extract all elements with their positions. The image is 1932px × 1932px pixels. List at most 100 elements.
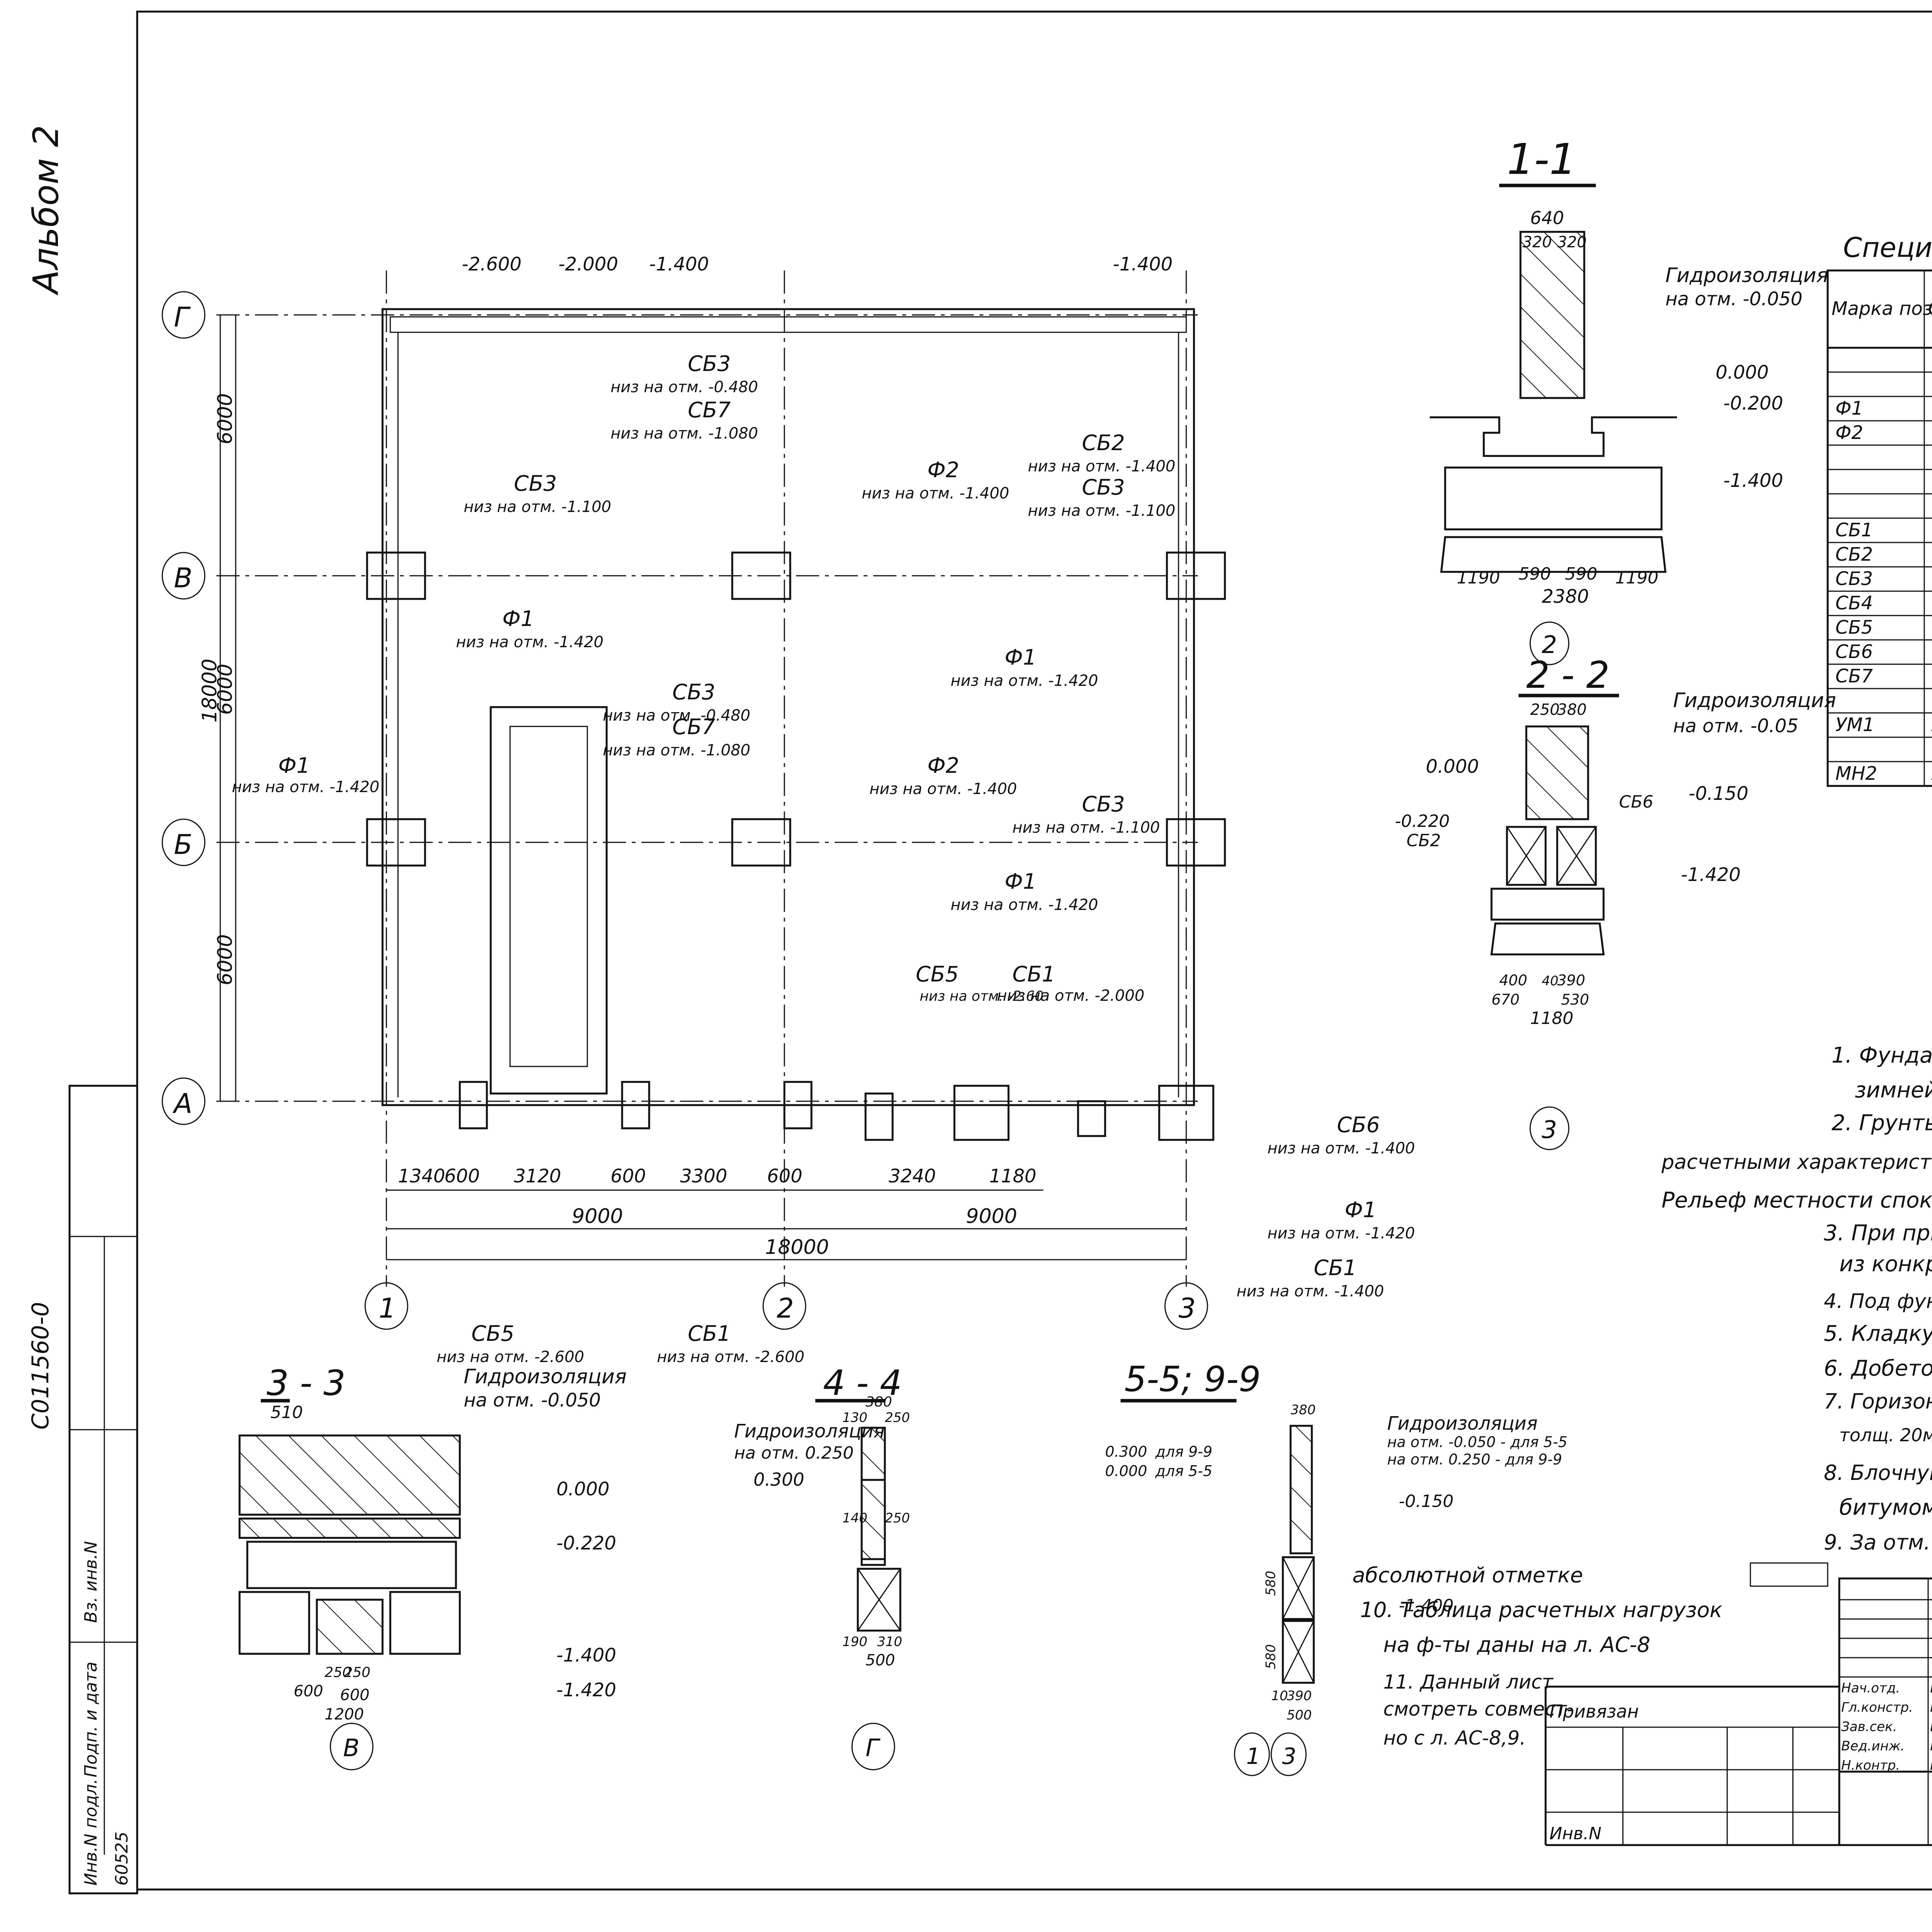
svg-text:для 5-5: для 5-5 [1155, 1463, 1213, 1480]
svg-text:500: 500 [1287, 1708, 1312, 1723]
bound-label: Привязан [1549, 1701, 1639, 1722]
svg-text:Рельеф местности спокойный, гр: Рельеф местности спокойный, грунтовые во… [1662, 1188, 1932, 1213]
svg-text:2: 2 [777, 1293, 794, 1324]
callouts: СБ3 низ на отм. -0.480 СБ7 низ на отм. -… [232, 351, 1415, 1366]
svg-text:Вед.инж.: Вед.инж. [1841, 1738, 1905, 1754]
spec-cell-mark: МН2 [1835, 763, 1877, 784]
svg-text:8. Блочную и кирпичную кладку,: 8. Блочную и кирпичную кладку, соприкаса… [1824, 1461, 1932, 1485]
spec-cell-mark: СБ2 [1835, 544, 1873, 565]
pad-f2 [731, 551, 791, 600]
spec-cell-mark: СБ3 [1835, 568, 1873, 590]
svg-text:1180: 1180 [989, 1165, 1036, 1187]
album-label: Альбом 2 [26, 125, 66, 296]
spec-cell-mark: Ф2 [1835, 422, 1863, 444]
svg-text:Евграфов: Евграфов [1930, 1680, 1932, 1696]
svg-text:низ на отм. -1.400: низ на отм. -1.400 [862, 485, 1009, 502]
svg-text:-0.220: -0.220 [556, 1532, 616, 1554]
spec-header-cell: Марка поз. [1832, 298, 1932, 320]
title-block: 503-2-47.92. АС Гараж на 5 автомашин Схе… [1544, 1577, 1932, 1846]
svg-text:на отм. -0.050: на отм. -0.050 [464, 1389, 601, 1411]
section-title: 3 - 3 [267, 1363, 345, 1403]
svg-text:500: 500 [866, 1651, 895, 1669]
axis-bubble-G: Г [162, 291, 206, 339]
svg-text:250: 250 [885, 1510, 910, 1526]
svg-text:низ на отм. -2.000: низ на отм. -2.000 [997, 987, 1145, 1005]
axis-bubble-3: 3 [1164, 1282, 1208, 1330]
svg-text:1190: 1190 [1457, 568, 1500, 588]
svg-text:250: 250 [885, 1410, 910, 1425]
svg-text:низ на отм. -1.400: низ на отм. -1.400 [1028, 457, 1175, 475]
svg-text:600: 600 [444, 1165, 480, 1187]
svg-text:Ф1: Ф1 [1005, 645, 1036, 670]
svg-text:670: 670 [1492, 991, 1520, 1008]
specification-table: Спецификация к схеме расположения элемен… [1827, 232, 1932, 787]
section-2-2: 2 - 2 250 380 Гидроизоляция на отм. -0.0… [1395, 654, 1836, 1150]
svg-text:из конкретных грунтовых услови: из конкретных грунтовых условий и расчет… [1839, 1252, 1932, 1277]
svg-text:Шолохман: Шолохман [1930, 1719, 1932, 1735]
svg-text:СБ5: СБ5 [471, 1321, 514, 1346]
pad-f2-B [731, 818, 791, 867]
svg-text:-1.400: -1.400 [1399, 1596, 1454, 1616]
pad-f1-1V [366, 551, 426, 600]
svg-text:низ на отм. -1.080: низ на отм. -1.080 [611, 425, 758, 442]
svg-text:2: 2 [1542, 631, 1557, 659]
svg-text:640: 640 [1530, 207, 1564, 228]
svg-text:А: А [172, 1088, 192, 1119]
spec-cell-mark: СБ4 [1835, 592, 1873, 614]
svg-text:250: 250 [344, 1665, 371, 1680]
svg-text:10. Таблица расчетных нагрузок: 10. Таблица расчетных нагрузок [1360, 1598, 1723, 1622]
spec-cell-mark: СБ6 [1835, 641, 1873, 663]
svg-text:на ф-ты даны на л. АС-8: на ф-ты даны на л. АС-8 [1383, 1633, 1650, 1657]
svg-text:Ф2: Ф2 [927, 457, 959, 482]
axis-bubble-V: В [162, 552, 206, 600]
svg-text:В: В [174, 562, 192, 594]
svg-text:Ф1: Ф1 [1005, 869, 1036, 894]
pad-f1-3V [1166, 551, 1226, 600]
svg-text:низ на отм. -2.60: низ на отм. -2.60 [920, 988, 1044, 1004]
svg-text:3300: 3300 [680, 1165, 727, 1187]
svg-text:на отм. -0.05: на отм. -0.05 [1673, 715, 1798, 737]
left-stamp: С011560-0 Вз. инв.N Подп. и дата Инв.N п… [27, 1085, 138, 1895]
svg-text:СБ3: СБ3 [1082, 475, 1125, 500]
svg-text:130: 130 [842, 1410, 867, 1425]
spec-table-frame [1827, 269, 1932, 787]
svg-text:11. Данный лист: 11. Данный лист [1383, 1671, 1554, 1693]
svg-text:1. Фундаменты разработаны для: 1. Фундаменты разработаны для строительс… [1832, 1043, 1932, 1068]
svg-text:-2.000: -2.000 [558, 253, 618, 275]
svg-text:Ф1: Ф1 [1345, 1197, 1376, 1222]
svg-text:0.000: 0.000 [1105, 1463, 1147, 1480]
svg-text:1340: 1340 [398, 1165, 445, 1187]
svg-text:590: 590 [1519, 564, 1551, 584]
svg-text:низ на отм. -1.100: низ на отм. -1.100 [1028, 502, 1175, 520]
svg-text:-1.420: -1.420 [1681, 864, 1741, 886]
svg-text:5. Кладку стеновых блоков вест: 5. Кладку стеновых блоков вести на раств… [1824, 1321, 1932, 1346]
svg-text:0.000: 0.000 [1426, 756, 1479, 777]
axis-bubble-1: 1 [364, 1282, 408, 1330]
inv-label: Инв.N [1549, 1824, 1602, 1844]
svg-text:расчетными характеристиками: C: расчетными характеристиками: C= 0.02кгс/… [1661, 1151, 1932, 1174]
svg-text:Ф1: Ф1 [278, 753, 310, 778]
svg-text:18000: 18000 [198, 659, 221, 723]
svg-text:на отм. 0.250 - для 9-9: на отм. 0.250 - для 9-9 [1387, 1451, 1562, 1468]
svg-text:590: 590 [1565, 564, 1597, 584]
svg-text:Ф1: Ф1 [502, 606, 534, 631]
inspection-pit [490, 706, 608, 1095]
svg-text:на отм. 0.250: на отм. 0.250 [734, 1443, 854, 1463]
svg-text:низ на отм. -1.100: низ на отм. -1.100 [1012, 819, 1160, 837]
svg-text:Г: Г [174, 301, 191, 333]
svg-text:-0.200: -0.200 [1723, 393, 1783, 414]
svg-text:Гл.констр.: Гл.констр. [1841, 1700, 1913, 1715]
svg-text:320: 320 [1522, 233, 1552, 251]
svg-text:Гидроизоляция: Гидроизоляция [464, 1365, 627, 1388]
spec-cell-mark: СБ7 [1835, 665, 1873, 687]
svg-text:низ на отм. -1.100: низ на отм. -1.100 [464, 498, 611, 516]
svg-text:низ на отм. -1.420: низ на отм. -1.420 [951, 672, 1098, 690]
svg-text:6000: 6000 [214, 664, 237, 715]
svg-text:600: 600 [611, 1165, 646, 1187]
general-notes: 1. Фундаменты разработаны для строительс… [1352, 1043, 1932, 1749]
sheet-frame [136, 10, 1932, 1891]
svg-text:-1.400: -1.400 [649, 253, 709, 275]
svg-text:Гидроизоляция: Гидроизоляция [1387, 1413, 1537, 1434]
svg-text:380: 380 [1557, 701, 1587, 719]
spec-cell-mark: УМ1 [1835, 714, 1874, 736]
